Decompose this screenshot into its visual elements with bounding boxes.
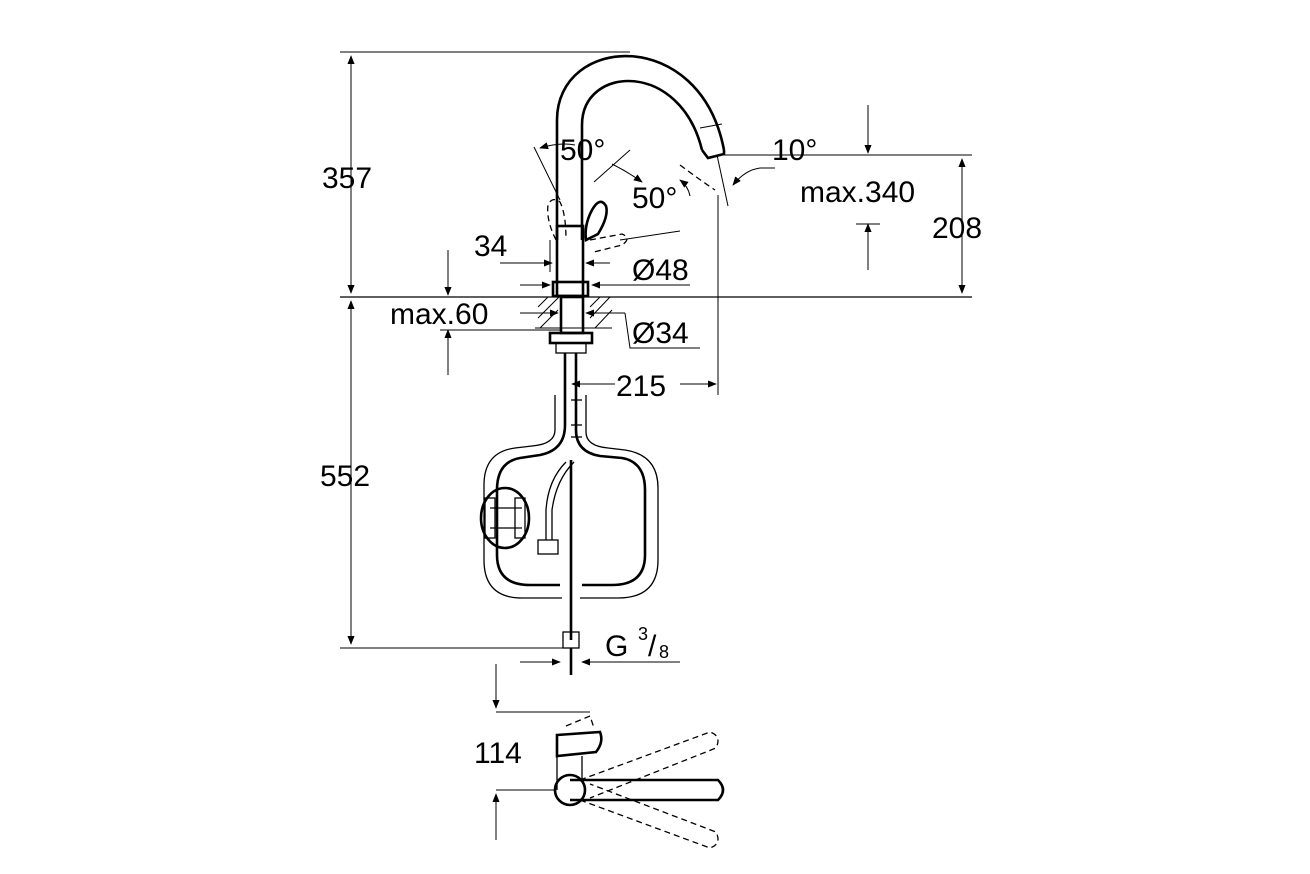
hose-assembly (479, 380, 680, 675)
dimension-215 (571, 195, 719, 395)
faucet-spout (555, 54, 775, 240)
label-357: 357 (322, 162, 372, 195)
label-114: 114 (474, 737, 522, 770)
label-thread-numerator: 3 (638, 624, 648, 644)
label-208: 208 (932, 212, 982, 245)
label-angle-left: 50° (560, 134, 605, 167)
label-angle-right: 50° (632, 182, 677, 215)
lever-handle (533, 142, 691, 253)
faucet-body (500, 224, 690, 298)
label-thread-denominator: 8 (659, 642, 669, 662)
label-reach-max: max.340 (800, 176, 915, 209)
label-swivel-angle: 10° (772, 134, 817, 167)
reference-lines (340, 51, 972, 649)
dimension-340-arrows (856, 105, 880, 270)
label-max-60: max.60 (390, 298, 488, 331)
label-thread-letter: G (605, 630, 628, 663)
label-diameter-34: Ø34 (632, 317, 689, 350)
label-thread-slash: / (648, 630, 657, 663)
faucet-top-view (492, 664, 725, 849)
countertop-mount (440, 250, 700, 380)
label-215: 215 (616, 370, 666, 403)
label-34: 34 (474, 230, 507, 263)
label-552: 552 (320, 460, 370, 493)
label-diameter-48: Ø48 (632, 254, 689, 287)
